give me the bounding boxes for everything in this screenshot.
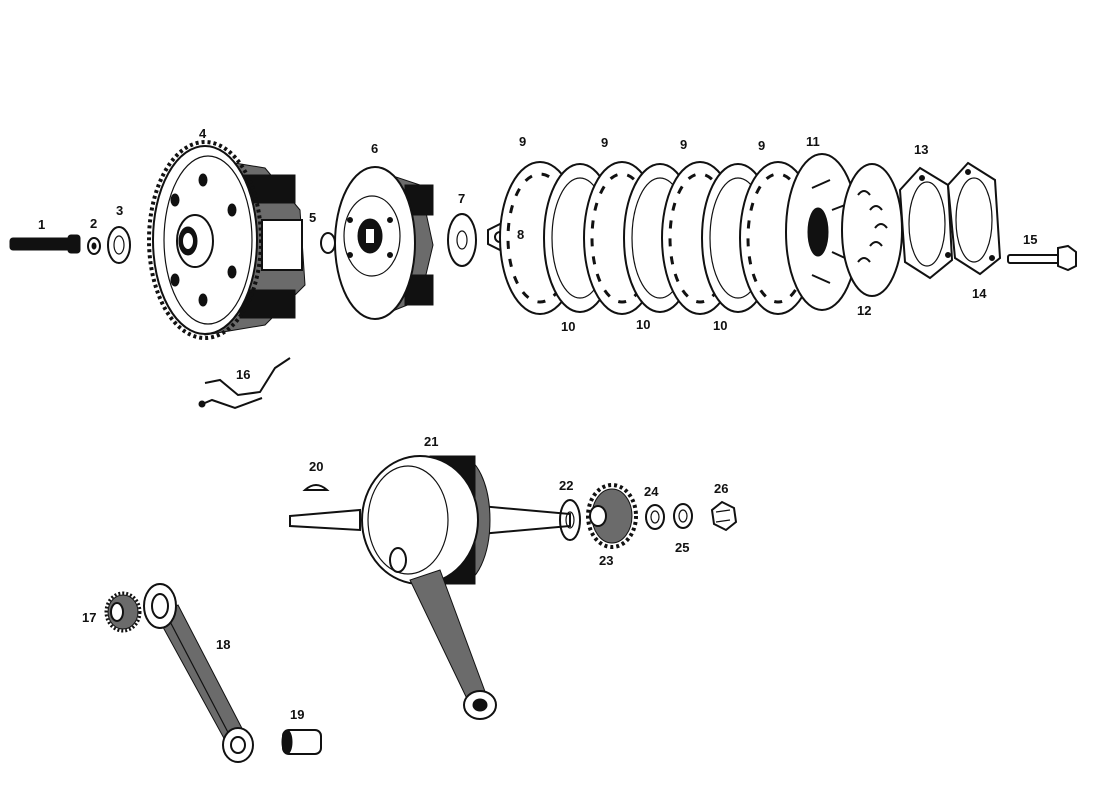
callout-14: 14 — [972, 286, 987, 301]
callout-11: 11 — [806, 134, 820, 149]
callout-labels: 1 2 3 4 5 6 7 8 9 9 9 9 10 10 10 11 12 1… — [38, 126, 1037, 722]
callout-6: 6 — [371, 141, 378, 156]
callout-19: 19 — [290, 707, 304, 722]
part-7-washer — [447, 213, 477, 267]
part-21-crankshaft — [289, 455, 571, 720]
part-22-thrust-washer — [559, 499, 581, 541]
callout-25: 25 — [675, 540, 689, 555]
callout-20: 20 — [309, 459, 323, 474]
callout-23: 23 — [599, 553, 613, 568]
callout-10b: 10 — [636, 317, 650, 332]
callout-7: 7 — [458, 191, 465, 206]
callout-5: 5 — [309, 210, 316, 225]
part-16-wire-clip — [198, 357, 291, 410]
part-24-spacer — [645, 504, 665, 530]
part-11-pressure-plate — [785, 153, 859, 311]
callout-26: 26 — [714, 481, 728, 496]
callout-8: 8 — [517, 227, 524, 242]
part-23-drive-gear — [586, 483, 638, 549]
callout-22: 22 — [559, 478, 573, 493]
part-17-needle-bearing — [104, 591, 142, 633]
callout-9d: 9 — [758, 138, 765, 153]
callout-10a: 10 — [561, 319, 575, 334]
callout-9b: 9 — [601, 135, 608, 150]
callout-9c: 9 — [680, 137, 687, 152]
part-26-nut — [710, 500, 738, 532]
part-4-clutch-housing-gear — [147, 140, 306, 340]
callout-16: 16 — [236, 367, 250, 382]
part-20-woodruff-key — [302, 484, 330, 491]
callout-21: 21 — [424, 434, 438, 449]
callout-18: 18 — [216, 637, 230, 652]
clutch-plate-stack — [499, 161, 817, 315]
part-5-ring — [320, 232, 336, 254]
part-19-piston-pin — [281, 729, 322, 755]
part-15-bolt — [1007, 244, 1077, 272]
callout-4: 4 — [199, 126, 207, 141]
part-13-cover-plate — [898, 166, 954, 280]
callout-12: 12 — [857, 303, 871, 318]
callout-17: 17 — [82, 610, 96, 625]
part-1-shaft — [9, 234, 81, 254]
part-12-spring-plate — [841, 163, 903, 297]
part-3-washer — [107, 226, 131, 264]
part-18-connecting-rod — [143, 583, 254, 763]
callout-15: 15 — [1023, 232, 1037, 247]
part-14-gasket — [946, 161, 1002, 276]
callout-13: 13 — [914, 142, 928, 157]
callout-3: 3 — [116, 203, 123, 218]
part-6-clutch-hub — [334, 166, 434, 320]
callout-10c: 10 — [713, 318, 727, 333]
callout-24: 24 — [644, 484, 659, 499]
callout-2: 2 — [90, 216, 97, 231]
part-2-small-washer — [87, 237, 101, 255]
callout-9a: 9 — [519, 134, 526, 149]
part-25-lock-washer — [673, 503, 693, 529]
callout-1: 1 — [38, 217, 45, 232]
